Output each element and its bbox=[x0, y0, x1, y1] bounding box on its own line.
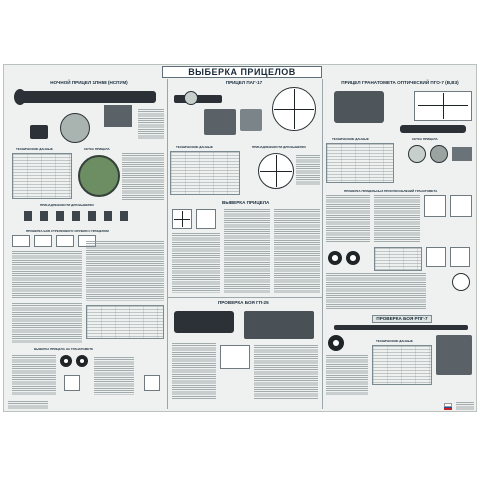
fixtures-mid-cross-v bbox=[276, 155, 277, 187]
check-weapon-text-1 bbox=[12, 251, 82, 299]
grenade-check-frame bbox=[64, 375, 80, 391]
tech-data-bottom-title: ТЕХНИЧЕСКИЕ ДАННЫЕ bbox=[376, 339, 413, 343]
pgo7-frame-2 bbox=[450, 247, 470, 267]
grenade-check-title: ВЫВЕРКА ПРИЦЕЛА НА ГРАНАТОМЕТЕ bbox=[34, 347, 94, 351]
pag17-lens bbox=[184, 91, 198, 105]
pag17-mount-photo bbox=[204, 109, 236, 135]
sight-check-text-3 bbox=[274, 209, 320, 293]
night-sight-photo bbox=[16, 91, 156, 103]
pgo7-target-1 bbox=[328, 251, 342, 265]
divider-left bbox=[167, 79, 168, 409]
check-weapon-box-1 bbox=[12, 235, 30, 247]
tech-data-left-table bbox=[12, 153, 72, 199]
pgo7-scope bbox=[400, 125, 466, 133]
check-fixtures-right-title: ПРОВЕРКА ПРИЦЕЛЬНЫХ ПРИСПОСОБЛЕНИЙ ГРАНА… bbox=[344, 189, 438, 193]
sight-check-target-2 bbox=[196, 209, 216, 229]
gp25-photo bbox=[174, 311, 234, 333]
reticle-left-text bbox=[122, 153, 164, 201]
night-sight-eyepiece bbox=[30, 125, 48, 139]
pgo7-reticle-v bbox=[443, 93, 444, 119]
pgo7-target-2 bbox=[346, 251, 360, 265]
pag17-mount-photo-2 bbox=[240, 109, 262, 131]
pgs7-text bbox=[326, 355, 368, 395]
gp25-text-1 bbox=[172, 343, 216, 399]
night-sight-text bbox=[138, 109, 164, 139]
pgs7-title: ПРОВЕРКА БОЯ РПГ-7 bbox=[372, 315, 432, 323]
night-sight-detail-circle bbox=[60, 113, 90, 143]
divider-right bbox=[322, 79, 323, 409]
sight-check-cross-v bbox=[182, 211, 183, 227]
check-fixtures-right-box-2 bbox=[450, 195, 472, 217]
sight-check-text-2 bbox=[224, 209, 270, 293]
check-weapon-text-3 bbox=[12, 303, 82, 343]
night-sight-title: НОЧНОЙ ПРИЦЕЛ 1ПН58 (НСПУМ) bbox=[50, 80, 128, 85]
check-weapon-text-2 bbox=[86, 241, 164, 301]
grenade-check-text-2 bbox=[94, 357, 134, 395]
tech-data-left-title: ТЕХНИЧЕСКИЕ ДАННЫЕ bbox=[16, 147, 53, 151]
pgo7-title: ПРИЦЕЛ ГРАНАТОМЕТА ОПТИЧЕСКИЙ ПГО-7 (В,В… bbox=[341, 80, 459, 85]
night-sight-lens bbox=[14, 89, 26, 105]
poster: ВЫБЕРКА ПРИЦЕЛОВ НОЧНОЙ ПРИЦЕЛ 1ПН58 (НС… bbox=[3, 64, 477, 412]
pgs7-target bbox=[328, 335, 344, 351]
night-sight-mount-photo bbox=[104, 105, 132, 127]
tech-data-mid-table bbox=[170, 151, 240, 195]
fixtures-left-row bbox=[24, 211, 134, 221]
tech-data-mid-title: ТЕХНИЧЕСКИЕ ДАННЫЕ bbox=[176, 145, 213, 149]
check-weapon-title: ПРОВЕРКА БОЯ СТРЕЛКОВОГО ОРУЖИЯ С ПРИЦЕЛ… bbox=[26, 229, 109, 233]
footer-right-text bbox=[456, 402, 474, 410]
pgo7-frame-1 bbox=[426, 247, 446, 267]
grenade-check-target-2 bbox=[76, 355, 88, 367]
check-weapon-box-2 bbox=[34, 235, 52, 247]
check-fixtures-right-text-1 bbox=[326, 195, 370, 243]
reticle-right-circle bbox=[408, 145, 426, 163]
pgs7-launcher bbox=[334, 325, 468, 330]
divider-mid-bottom bbox=[168, 297, 322, 298]
gp25-box bbox=[220, 345, 250, 369]
grenade-check-frame-2 bbox=[144, 375, 160, 391]
footer-left-text bbox=[8, 401, 48, 409]
gp25-photo-2 bbox=[244, 311, 314, 339]
check-fixtures-right-text-2 bbox=[374, 195, 420, 243]
flag-icon bbox=[444, 403, 452, 410]
reticle-right-circle-2 bbox=[430, 145, 448, 163]
pgo7-text-3 bbox=[326, 273, 426, 309]
poster-title: ВЫБЕРКА ПРИЦЕЛОВ bbox=[162, 66, 322, 78]
pgs7-photo bbox=[436, 335, 472, 375]
check-weapon-box-3 bbox=[56, 235, 74, 247]
sight-check-text-1 bbox=[172, 233, 220, 293]
reticle-right-title: СЕТКА ПРИЦЕЛА bbox=[412, 137, 438, 141]
fixtures-mid-title: ПРИНАДЛЕЖНОСТИ ДЛЯ ВЫВЕРКИ bbox=[252, 145, 306, 149]
pag17-reticle-v bbox=[294, 89, 295, 129]
grenade-check-target-1 bbox=[60, 355, 72, 367]
reticle-left-screen bbox=[78, 155, 120, 197]
boi-gp25-title: ПРОВЕРКА БОЯ ГП-25 bbox=[218, 300, 269, 305]
fixtures-left-title: ПРИНАДЛЕЖНОСТИ ДЛЯ ВЫВЕРКИ bbox=[40, 203, 94, 207]
pgo7-photo bbox=[334, 91, 384, 123]
check-fixtures-right-table bbox=[374, 247, 422, 271]
reticle-left-title: СЕТКА ПРИЦЕЛА bbox=[84, 147, 110, 151]
reticle-right-part bbox=[452, 147, 472, 161]
pag17-photo bbox=[174, 95, 222, 103]
check-weapon-table bbox=[86, 305, 164, 339]
pag17-title: ПРИЦЕЛ ПАГ-17 bbox=[225, 80, 263, 85]
gp25-text-2 bbox=[254, 345, 318, 399]
tech-data-right-title: ТЕХНИЧЕСКИЕ ДАННЫЕ bbox=[332, 137, 369, 141]
pgo7-ring bbox=[452, 273, 470, 291]
check-fixtures-right-box-1 bbox=[424, 195, 446, 217]
sight-check-title: ВЫВЕРКА ПРИЦЕЛА bbox=[222, 200, 270, 205]
tech-data-right-table bbox=[326, 143, 394, 183]
grenade-check-text bbox=[12, 355, 56, 395]
fixtures-mid-text bbox=[296, 155, 320, 185]
tech-data-bottom-table bbox=[372, 345, 432, 385]
